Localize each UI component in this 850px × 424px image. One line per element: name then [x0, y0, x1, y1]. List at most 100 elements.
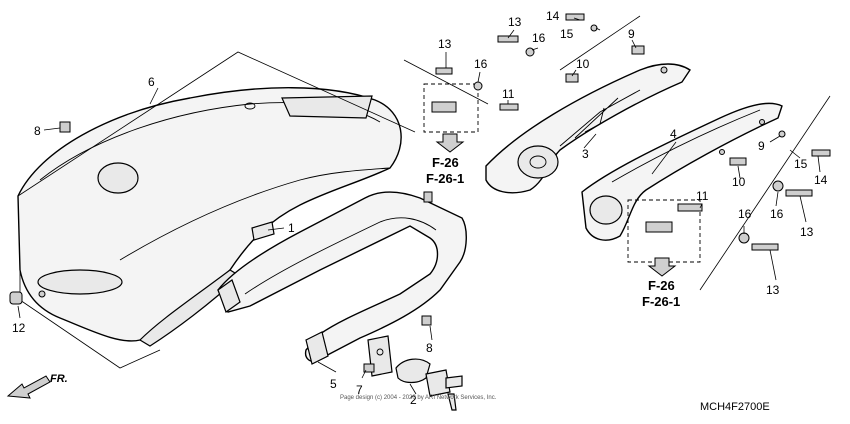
- fender-stay-tab-left: [217, 279, 241, 313]
- rear-fender-reflector-recess: [37, 269, 123, 295]
- callout-14-top: 14: [546, 9, 560, 23]
- reference-labels: F-26 F-26-1 F-26 F-26-1: [426, 155, 680, 309]
- rear-fender-emblem-recess: [97, 162, 139, 194]
- callout-13-right-upper: 13: [800, 225, 814, 239]
- callout-5: 5: [330, 377, 337, 391]
- callout-4: 4: [670, 127, 677, 141]
- washer-icon: [738, 232, 750, 244]
- fender-stay-frame: [217, 191, 467, 362]
- grab-rail-right-boss: [589, 195, 623, 225]
- bolt-icon: [631, 45, 645, 55]
- callout-16-top-mid: 16: [532, 31, 546, 45]
- bolt-icon: [565, 13, 585, 21]
- callout-15-top: 15: [560, 27, 574, 41]
- callout-16-right-lower: 16: [738, 207, 752, 221]
- rear-fender-grommet: [38, 290, 46, 298]
- bolt-icon: [59, 121, 71, 133]
- reference-right-secondary: F-26-1: [642, 294, 680, 309]
- grommet-icon: [9, 291, 23, 305]
- callout-11-right: 11: [696, 189, 709, 203]
- seat-lock-cylinder: [425, 369, 451, 397]
- grab-rail-left: [485, 63, 691, 194]
- callout-8-left: 8: [34, 124, 41, 138]
- mount-plate-hole: [376, 348, 384, 356]
- washer-icon: [772, 180, 784, 192]
- bolt-icon: [423, 191, 433, 203]
- reference-left-primary: F-26: [432, 155, 459, 170]
- callout-15-right: 15: [794, 157, 808, 171]
- bolt-icon: [421, 315, 432, 326]
- washer-icon: [473, 81, 483, 91]
- fender-stay-tab-right: [305, 331, 329, 365]
- front-arrow-icon: [6, 375, 51, 399]
- seat-lock-body: [395, 358, 431, 384]
- fender-stay-inner-rail: [244, 217, 437, 295]
- grab-rail-right-bolt-hole: [719, 149, 725, 155]
- grab-rail-right-bolt-hole: [759, 119, 765, 125]
- callout-11-top: 11: [502, 87, 515, 101]
- bolt-icon: [499, 103, 519, 111]
- callout-13-right-lower: 13: [766, 283, 780, 297]
- grab-rail-left-boss: [517, 145, 559, 179]
- callout-8-lower: 8: [426, 341, 433, 355]
- grab-rail-right: [581, 102, 783, 241]
- rear-fender-side-ridge: [119, 167, 391, 261]
- rear-fender-mount-hole: [244, 102, 256, 110]
- front-indicator: FR.: [6, 373, 68, 399]
- grab-rail-right-edge: [611, 109, 761, 183]
- callout-9-top: 9: [628, 27, 635, 41]
- callout-7: 7: [356, 383, 363, 397]
- washer-icon: [525, 47, 535, 57]
- fender-stay-clip: [251, 221, 275, 241]
- callout-9-right: 9: [758, 139, 765, 153]
- bolt-icon: [431, 101, 457, 113]
- bolt-icon: [785, 189, 813, 197]
- callout-13-top-left: 13: [438, 37, 452, 51]
- grab-rail-left-boss-hole: [529, 155, 547, 169]
- grab-rail-left-web: [559, 89, 641, 147]
- bolt-icon: [677, 203, 703, 212]
- callout-16-top-left: 16: [474, 57, 488, 71]
- bolt-icon: [645, 221, 673, 233]
- fender-frame-outline: [17, 51, 416, 369]
- callout-16-right-mid: 16: [770, 207, 784, 221]
- seat-lock-assembly: [395, 358, 463, 411]
- reference-box-right: [627, 199, 701, 263]
- diagram-code: MCH4F2700E: [700, 401, 770, 413]
- copyright-notice: Page design (c) 2004 - 2020 by ARI Netwo…: [340, 395, 497, 401]
- callout-14-right: 14: [814, 173, 828, 187]
- bolt-icon: [435, 67, 453, 75]
- rear-fender: [17, 87, 402, 347]
- reference-arrow-left: [435, 133, 465, 153]
- bolt-icon: [729, 157, 747, 166]
- fasteners: [9, 13, 831, 373]
- bolt-icon: [811, 149, 831, 157]
- callout-10-top: 10: [576, 57, 590, 71]
- reference-arrow-right: [647, 257, 677, 277]
- callout-labels: 1 2 3 4 5 6 7 8 8 9 9 10 10 11 11 12 13 …: [12, 9, 828, 407]
- leader-lines: [17, 17, 821, 395]
- reference-right-primary: F-26: [648, 278, 675, 293]
- seat-lock-key: [445, 375, 463, 411]
- washer-icon: [590, 24, 598, 32]
- rail-frame-line-left: [403, 15, 641, 105]
- reference-left-secondary: F-26-1: [426, 171, 464, 186]
- callout-1: 1: [288, 221, 295, 235]
- bolt-icon: [751, 243, 779, 251]
- bolt-icon: [497, 35, 519, 43]
- grab-rail-right-body: [581, 102, 783, 241]
- rear-fender-stay: [217, 191, 467, 377]
- callout-10-right: 10: [732, 175, 746, 189]
- bolt-icon: [363, 363, 375, 373]
- rear-fender-badge: [281, 95, 373, 119]
- callout-6: 6: [148, 75, 155, 89]
- grab-rail-left-bolt-hole: [660, 66, 668, 74]
- callout-12: 12: [12, 321, 26, 335]
- rail-frame-line-right: [699, 95, 831, 291]
- reference-box-left: [423, 83, 479, 133]
- callout-13-top-mid: 13: [508, 15, 522, 29]
- front-indicator-label: FR.: [50, 373, 68, 385]
- callout-2: 2: [410, 393, 417, 407]
